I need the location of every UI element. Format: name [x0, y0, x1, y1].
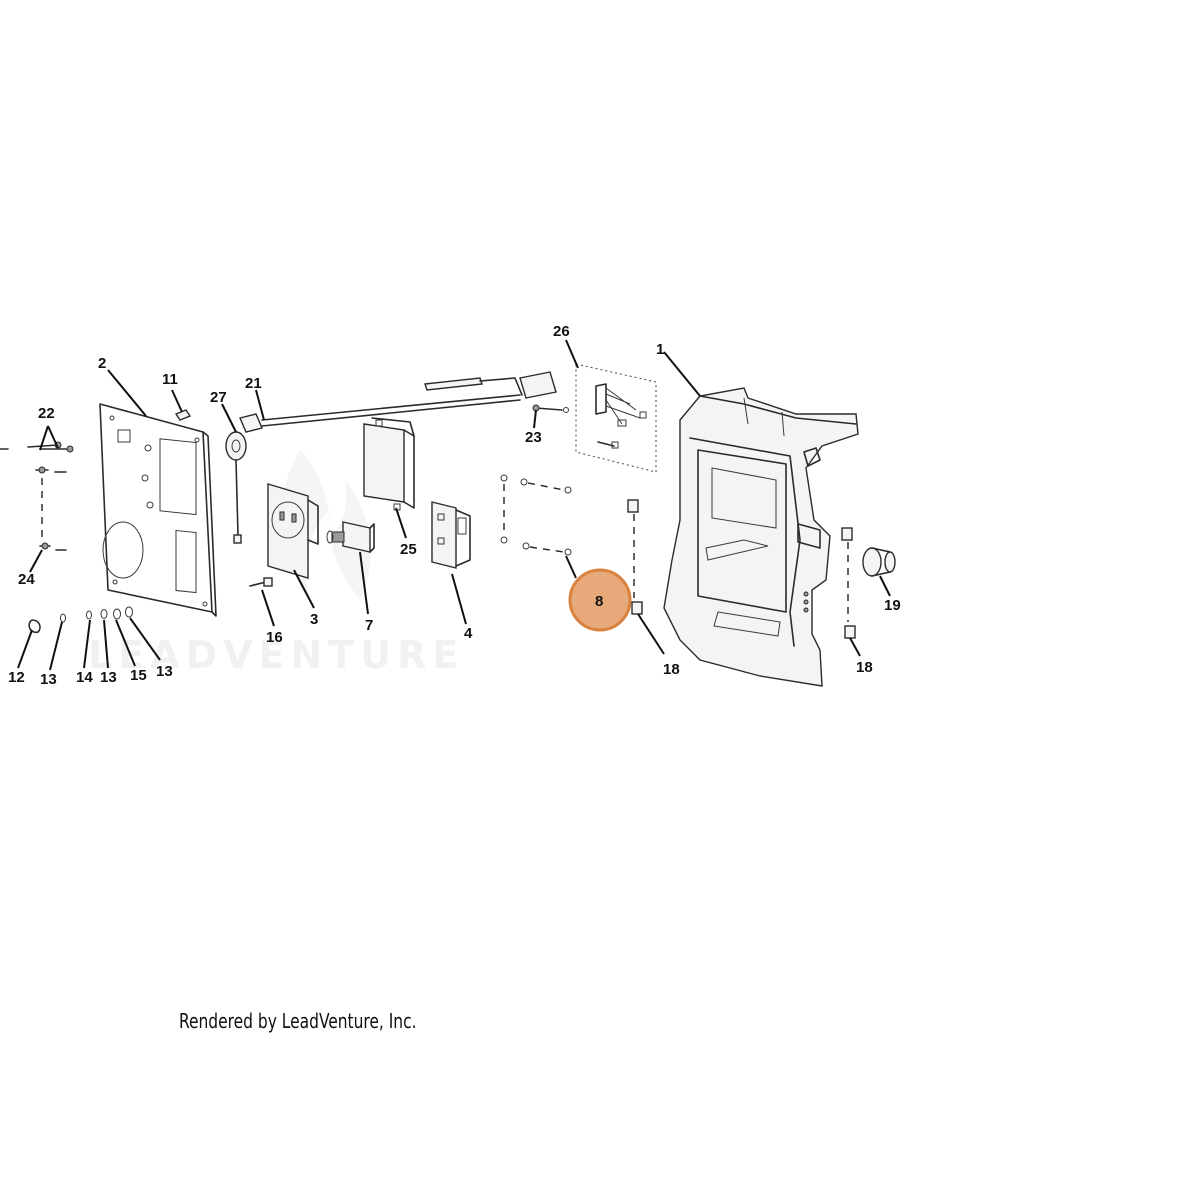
part-4-receptacle — [431, 501, 471, 569]
part-24-screws — [35, 466, 67, 551]
callout-13-c[interactable]: 13 — [156, 663, 173, 680]
callout-4[interactable]: 4 — [464, 625, 473, 642]
callout-2[interactable]: 2 — [98, 355, 106, 372]
callout-14[interactable]: 14 — [76, 669, 93, 686]
part-19-grommet — [862, 547, 896, 577]
callout-8[interactable]: 8 — [595, 593, 603, 610]
part-2-control-panel — [99, 403, 217, 617]
callout-7[interactable]: 7 — [365, 617, 373, 634]
callout-3[interactable]: 3 — [310, 611, 318, 628]
parts-12-15-washers — [28, 606, 133, 634]
callout-26[interactable]: 26 — [553, 323, 570, 340]
callout-18-right[interactable]: 18 — [856, 659, 873, 676]
callout-25[interactable]: 25 — [400, 541, 417, 558]
part-25-inverter-module — [363, 417, 415, 511]
callout-11[interactable]: 11 — [162, 371, 178, 388]
callout-labels: 1 2 11 27 21 26 22 23 25 24 3 7 4 16 19 … — [8, 323, 901, 688]
callout-18-left[interactable]: 18 — [663, 661, 680, 678]
part-8-screws — [500, 474, 572, 556]
part-7-circuit-breaker — [326, 521, 375, 553]
callout-13-b[interactable]: 13 — [100, 669, 117, 686]
callout-16[interactable]: 16 — [266, 629, 283, 646]
callout-13-a[interactable]: 13 — [40, 671, 57, 688]
part-22-screws — [0, 441, 74, 453]
part-27-sensor-ring — [225, 431, 247, 544]
callout-19[interactable]: 19 — [884, 597, 901, 614]
part-26-harness-kit — [575, 363, 657, 473]
part-1-housing-frame — [663, 387, 859, 687]
callout-22[interactable]: 22 — [38, 405, 55, 422]
callout-1[interactable]: 1 — [656, 341, 664, 358]
highlight-marker[interactable] — [568, 568, 632, 632]
callout-21[interactable]: 21 — [245, 375, 262, 392]
callout-12[interactable]: 12 — [8, 669, 25, 686]
part-16-bolt — [249, 577, 273, 587]
leader-lines — [17, 339, 891, 671]
part-11-pin — [174, 409, 192, 421]
part-23-screw — [532, 404, 569, 413]
watermark-text: LEADVENTURE — [88, 633, 464, 677]
callout-24[interactable]: 24 — [18, 571, 35, 588]
part-3-outlet — [267, 483, 319, 579]
part-21-wire-harness — [239, 371, 557, 433]
callout-23[interactable]: 23 — [525, 429, 542, 446]
callout-15[interactable]: 15 — [130, 667, 147, 684]
callout-27[interactable]: 27 — [210, 389, 227, 406]
footer-credit: Rendered by LeadVenture, Inc. — [179, 1009, 417, 1033]
